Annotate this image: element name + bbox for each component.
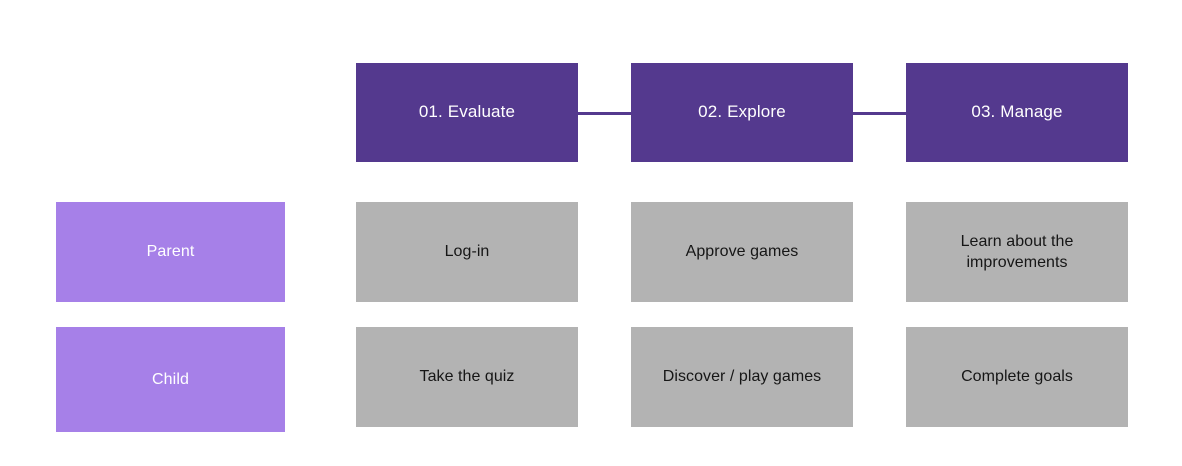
cell-child-evaluate[interactable]: Take the quiz: [356, 327, 578, 427]
persona-label-parent: Parent: [146, 243, 195, 261]
cell-label-parent-manage: Learn about the improvements: [960, 232, 1074, 271]
phase-label-manage: 03. Manage: [971, 102, 1063, 122]
cell-label-child-evaluate: Take the quiz: [419, 368, 515, 386]
cell-child-explore[interactable]: Discover / play games: [631, 327, 853, 427]
cell-parent-manage[interactable]: Learn about the improvements: [906, 202, 1128, 302]
persona-box-child[interactable]: Child: [56, 327, 285, 432]
cell-parent-evaluate[interactable]: Log-in: [356, 202, 578, 302]
cell-label-parent-evaluate: Log-in: [444, 243, 490, 261]
phase-label-evaluate: 01. Evaluate: [418, 102, 516, 122]
cell-child-manage[interactable]: Complete goals: [906, 327, 1128, 427]
persona-box-parent[interactable]: Parent: [56, 202, 285, 302]
cell-label-parent-explore: Approve games: [685, 243, 799, 261]
cell-parent-explore[interactable]: Approve games: [631, 202, 853, 302]
phase-box-manage[interactable]: 03. Manage: [906, 63, 1128, 162]
connector-phase2-phase3: [853, 112, 906, 115]
phase-label-explore: 02. Explore: [698, 102, 786, 122]
cell-label-child-manage: Complete goals: [961, 368, 1073, 386]
phase-box-explore[interactable]: 02. Explore: [631, 63, 853, 162]
persona-label-child: Child: [152, 370, 189, 388]
phase-box-evaluate[interactable]: 01. Evaluate: [356, 63, 578, 162]
cell-label-child-explore: Discover / play games: [662, 368, 822, 386]
connector-phase1-phase2: [578, 112, 631, 115]
